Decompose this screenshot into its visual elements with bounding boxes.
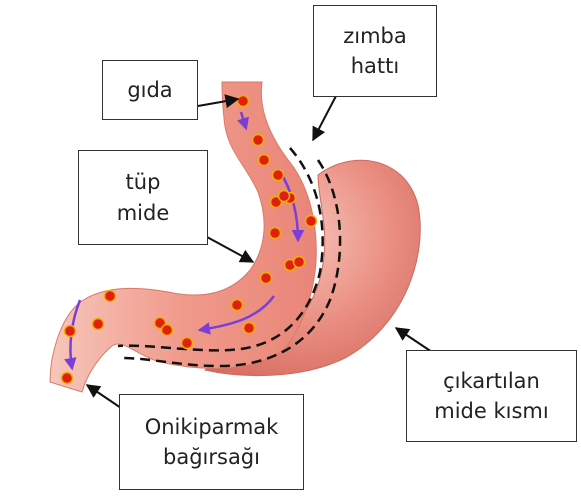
label-tube-stomach-text-1: tüp [125, 170, 161, 195]
food-dot [103, 289, 117, 303]
food-dot [304, 214, 318, 228]
food-dot [259, 271, 273, 285]
food-dot [60, 371, 74, 385]
food-dot [236, 94, 250, 108]
staple-line-outer [121, 159, 342, 368]
removed-stomach-part [203, 159, 421, 377]
label-duodenum: Onikiparmak bağırsağı [119, 394, 304, 490]
food-dot [91, 317, 105, 331]
label-food: gıda [102, 60, 198, 120]
label-staple-line-text-1: zımba [343, 23, 407, 48]
pointer-food [197, 94, 240, 109]
food-dot [277, 189, 291, 203]
label-removed-part: çıkartılan mide kısmı [406, 350, 577, 442]
flow-arrow-3 [197, 295, 276, 335]
pointer-staple-line [312, 95, 337, 142]
tube-stomach [49, 81, 317, 393]
label-tube-stomach-text-2: mide [116, 200, 170, 225]
food-dot [292, 255, 306, 269]
food-dot [63, 324, 77, 338]
food-dot [180, 336, 194, 350]
food-dot [230, 298, 244, 312]
staple-line [117, 147, 324, 352]
label-tube-stomach: tüp mide [78, 150, 208, 245]
pointer-removed-part [394, 327, 436, 355]
label-staple-line: zımba hattı [313, 5, 437, 97]
pointer-duodenum [85, 384, 125, 411]
food-dot [251, 133, 265, 147]
label-removed-part-text-2: mide kısmı [434, 399, 549, 423]
label-removed-part-text-1: çıkartılan [443, 368, 540, 393]
food-dot [160, 323, 174, 337]
food-particles [60, 94, 318, 385]
food-dot [242, 321, 256, 335]
pointer-tube-stomach [206, 236, 255, 263]
flow-arrow-1 [237, 111, 249, 131]
food-dot [271, 168, 285, 182]
food-dot [268, 226, 282, 240]
food-dot [257, 153, 271, 167]
label-staple-line-text-2: hattı [350, 54, 400, 78]
label-food-text: gıda [127, 77, 173, 102]
label-duodenum-text-1: Onikiparmak [144, 414, 279, 439]
label-duodenum-text-2: bağırsağı [163, 445, 260, 469]
